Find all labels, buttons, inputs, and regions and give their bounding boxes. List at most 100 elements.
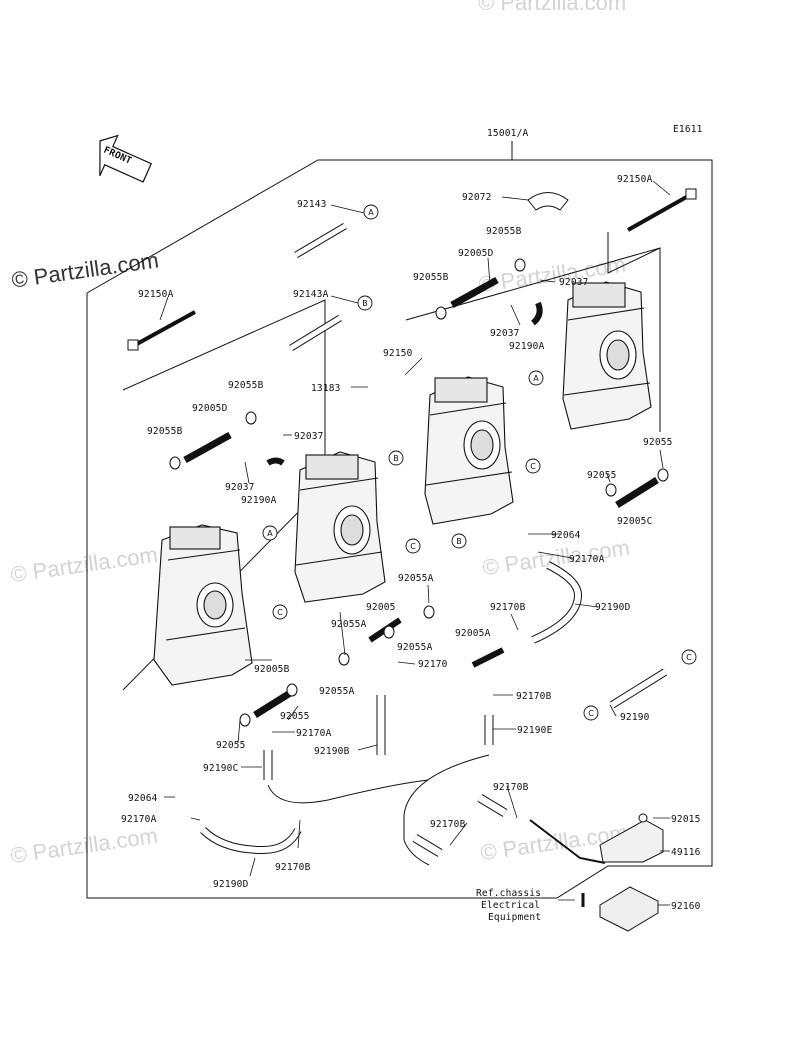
ref-note-line-1: Ref.chassis	[476, 888, 541, 899]
svg-text:A: A	[267, 529, 273, 538]
label-92190b: 92190B	[314, 746, 350, 757]
svg-text:C: C	[530, 462, 536, 471]
screw-92150a-left	[127, 310, 196, 351]
label-92037-top-2: 92037	[490, 328, 520, 339]
svg-text:B: B	[393, 454, 399, 463]
svg-text:C: C	[686, 653, 692, 662]
fitting-92005d-right	[450, 276, 499, 309]
svg-text:C: C	[588, 709, 594, 718]
label-92055-left: 92055	[280, 711, 310, 722]
carburetor-2	[294, 451, 386, 603]
label-92190d-left: 92190D	[213, 879, 249, 890]
label-92055a-right: 92055A	[398, 573, 434, 584]
label-92005b: 92005B	[254, 664, 290, 675]
label-92015: 92015	[671, 814, 701, 825]
label-92190a-top: 92190A	[509, 341, 545, 352]
label-92170b-top: 92170B	[490, 602, 526, 613]
label-92170b-bottom: 92170B	[430, 819, 466, 830]
label-92055a-left: 92055A	[331, 619, 367, 630]
label-92055-left-2: 92055	[216, 740, 246, 751]
label-13183: 13183	[311, 383, 341, 394]
screw-92150a-right	[627, 188, 697, 232]
label-92005a: 92005A	[455, 628, 491, 639]
label-92055-right-2: 92055	[587, 470, 617, 481]
front-arrow-icon	[99, 134, 153, 183]
label-92190e: 92190E	[517, 725, 553, 736]
label-92055a-low: 92055A	[319, 686, 355, 697]
label-92055b-mid-left: 92055B	[147, 426, 183, 437]
ref-circle-c-mid: C	[405, 538, 421, 554]
label-92190a-mid: 92190A	[241, 495, 277, 506]
label-92160: 92160	[671, 901, 701, 912]
ref-circle-a-mid: A	[262, 525, 278, 541]
label-92064-left: 92064	[128, 793, 158, 804]
tube-92190	[609, 668, 668, 709]
carburetor-3	[424, 376, 514, 525]
label-49116: 49116	[671, 847, 701, 858]
strap-92072	[527, 192, 569, 211]
carburetor-1	[153, 524, 253, 686]
ref-circle-c-left: C	[272, 604, 288, 620]
label-92055b-mid: 92055B	[228, 380, 264, 391]
svg-text:C: C	[410, 542, 416, 551]
label-92064-right: 92064	[551, 530, 581, 541]
label-92055b-top-left: 92055B	[413, 272, 449, 283]
bracket-49116	[599, 819, 664, 863]
label-92037-top: 92037	[559, 277, 589, 288]
ref-circle-c-tube-bottom: C	[583, 705, 599, 721]
label-92150: 92150	[383, 348, 413, 359]
ref-circle-b-low: B	[451, 533, 467, 549]
ref-circle-a-top: A	[363, 204, 379, 220]
label-92143a: 92143A	[293, 289, 329, 300]
label-92143: 92143	[297, 199, 327, 210]
label-92170b-low: 92170B	[493, 782, 529, 793]
label-92150a-left: 92150A	[138, 289, 174, 300]
label-92037-mid-2: 92037	[225, 482, 255, 493]
label-92190d-right: 92190D	[595, 602, 631, 613]
label-92150a-right: 92150A	[617, 174, 653, 185]
carburetor-4	[562, 281, 652, 430]
label-92170a-right: 92170A	[569, 554, 605, 565]
label-92055a-mid: 92055A	[397, 642, 433, 653]
fitting-92005c	[615, 477, 659, 508]
leader-lines	[159, 180, 671, 906]
svg-text:C: C	[277, 608, 283, 617]
label-92005c: 92005C	[617, 516, 653, 527]
label-92170b-mid: 92170B	[516, 691, 552, 702]
label-92055b-top: 92055B	[486, 226, 522, 237]
ref-note-line-2: Electrical	[481, 900, 540, 911]
label-92005: 92005	[366, 602, 396, 613]
ref-circle-a-right: A	[528, 370, 544, 386]
label-92170a-left: 92170A	[121, 814, 157, 825]
label-92005d-top: 92005D	[458, 248, 494, 259]
svg-text:B: B	[456, 537, 462, 546]
svg-text:A: A	[368, 208, 374, 217]
svg-text:A: A	[533, 374, 539, 383]
o-rings	[169, 258, 669, 727]
label-92055-right: 92055	[643, 437, 673, 448]
ref-circle-c-tube-top: C	[681, 649, 697, 665]
label-92037-mid: 92037	[294, 431, 324, 442]
svg-text:B: B	[362, 299, 368, 308]
watermark-top: © Partzilla.com	[478, 0, 627, 15]
mount-92160	[599, 886, 659, 932]
label-92072: 92072	[462, 192, 492, 203]
label-92190c: 92190C	[203, 763, 239, 774]
label-92170b-left: 92170B	[275, 862, 311, 873]
ref-note-line-3: Equipment	[488, 912, 541, 923]
ref-circle-c-right: C	[525, 458, 541, 474]
label-92005d-mid: 92005D	[192, 403, 228, 414]
fitting-92005a	[471, 647, 505, 668]
ref-circle-b-top: B	[357, 295, 373, 311]
assembly-frame	[86, 159, 713, 899]
tube-92143	[294, 222, 347, 259]
label-92190: 92190	[620, 712, 650, 723]
label-92170a-mid: 92170A	[296, 728, 332, 739]
label-92170: 92170	[418, 659, 448, 670]
figure-code: E1611	[673, 124, 703, 135]
ref-circle-b-mid: B	[388, 450, 404, 466]
fitting-92005d-left	[183, 431, 232, 464]
tube-92143a	[289, 315, 342, 351]
